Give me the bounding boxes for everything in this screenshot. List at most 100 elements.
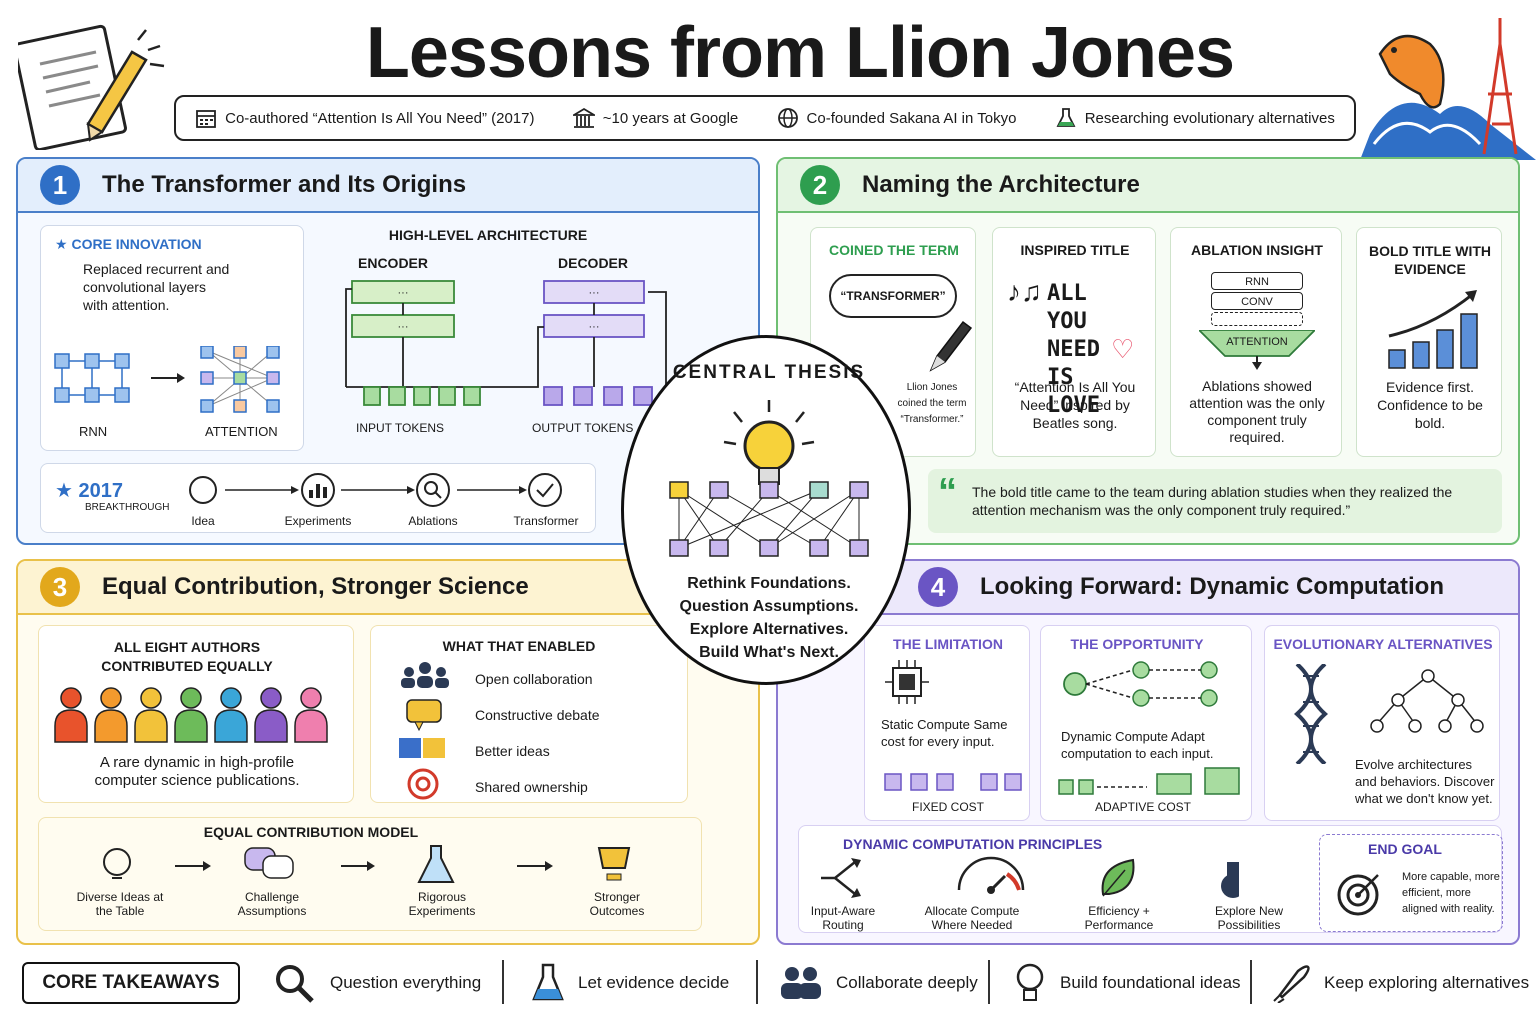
attention-label: ATTENTION	[205, 424, 278, 439]
authors-people-icons	[54, 687, 328, 743]
panel-naming-architecture: 2 Naming the Architecture COINED THE TER…	[776, 157, 1520, 545]
card-text: “Attention Is All You Need” inspired by …	[1014, 379, 1136, 431]
rnn-vs-attention-diagram	[54, 346, 280, 413]
svg-text:···: ···	[589, 321, 600, 333]
flask-icon	[532, 963, 564, 1001]
star-icon: ★	[55, 480, 79, 502]
enabled-item: Open collaboration	[475, 671, 593, 687]
author-person-icon	[294, 687, 328, 743]
principle-item: Efficiency + Performance	[1084, 904, 1154, 932]
author-person-icon	[254, 687, 288, 743]
fixed-cost-blocks	[884, 773, 1022, 791]
takeaway-item: Collaborate deeply	[778, 962, 978, 1004]
evolutionary-card: EVOLUTIONARY ALTERNATIVES Evolve archite…	[1264, 625, 1500, 821]
page-title: Lessons from Llion Jones	[365, 13, 1235, 93]
card-heading: DYNAMIC COMPUTATION PRINCIPLES	[843, 836, 1103, 852]
card-heading: EVOLUTIONARY ALTERNATIVES	[1273, 636, 1493, 652]
section-number: 3	[40, 567, 80, 607]
layer-removed	[1211, 312, 1303, 326]
svg-text:···: ···	[398, 321, 409, 333]
rocket-icon	[1273, 965, 1310, 1003]
rising-chart-icon	[1388, 290, 1478, 369]
author-person-icon	[94, 687, 128, 743]
takeaway-item: Keep exploring alternatives	[1272, 962, 1529, 1004]
layer-conv: CONV	[1211, 292, 1303, 310]
calendar-icon	[196, 110, 217, 128]
architecture-heading: HIGH-LEVEL ARCHITECTURE	[388, 227, 588, 243]
principle-item: Allocate Compute Where Needed	[924, 904, 1020, 932]
enabled-icons	[399, 662, 449, 800]
card-heading: ALL EIGHT AUTHORS CONTRIBUTED EQUALLY	[101, 639, 273, 674]
thesis-line: Question Assumptions.	[679, 598, 859, 615]
card-text: Static Compute Same cost for every input…	[881, 717, 1008, 749]
takeaway-item: Question everything	[272, 962, 481, 1004]
lightbulb-icon	[1016, 963, 1044, 1001]
building-icon	[572, 107, 595, 128]
model-step: Diverse Ideas at the Table	[76, 890, 164, 918]
timeline-icons	[189, 473, 562, 507]
principles-icons	[821, 856, 1239, 898]
encoder-decoder-diagram: ············	[345, 280, 667, 406]
facts-bar: Co-authored “Attention Is All You Need” …	[174, 95, 1356, 141]
core-takeaways-label: CORE TAKEAWAYS	[22, 962, 240, 1004]
fact-google: ~10 years at Google	[572, 107, 738, 129]
author-person-icon	[54, 687, 88, 743]
thesis-line: Rethink Foundations.	[687, 575, 851, 592]
divider	[988, 960, 990, 1004]
card-text: Dynamic Compute Adapt computation to eac…	[1061, 729, 1214, 761]
author-person-icon	[214, 687, 248, 743]
enabled-item: Constructive debate	[475, 707, 600, 723]
output-tokens-label: OUTPUT TOKENS	[532, 421, 634, 435]
speech-bubble: “TRANSFORMER”	[829, 274, 957, 318]
card-heading: INSPIRED TITLE	[1020, 242, 1130, 258]
timeline-step: Idea	[191, 514, 215, 528]
section-number: 4	[918, 567, 958, 607]
thesis-line: Explore Alternatives.	[689, 621, 849, 638]
panel-equal-contribution: 3 Equal Contribution, Stronger Science A…	[16, 559, 760, 945]
lightbulb-network-icon	[669, 400, 869, 557]
fact-research: Researching evolutionary alternatives	[1055, 107, 1335, 129]
panel-dynamic-computation: 4 Looking Forward: Dynamic Computation T…	[776, 559, 1520, 945]
flask-icon	[1056, 108, 1076, 127]
card-foot: FIXED COST	[911, 800, 984, 814]
star-icon: ★	[55, 236, 72, 252]
model-flow-icons	[103, 845, 631, 883]
model-step: Challenge Assumptions	[237, 890, 307, 918]
card-heading: BOLD TITLE WITH EVIDENCE	[1368, 243, 1492, 277]
quote-box: “ The bold title came to the team during…	[928, 469, 1502, 533]
end-goal-box: END GOAL More capable, more efficient, m…	[1319, 834, 1503, 932]
evolution-tree-icon	[1370, 669, 1484, 733]
input-tokens-label: INPUT TOKENS	[356, 421, 445, 435]
timeline-step: Transformer	[513, 514, 579, 528]
branching-icon	[1063, 661, 1218, 707]
card-text: Ablations showed attention was the only …	[1189, 378, 1325, 445]
koi-wave-tower-icon	[1360, 18, 1536, 160]
thesis-lines: Rethink Foundations. Question Assumption…	[624, 572, 914, 664]
principles-card: DYNAMIC COMPUTATION PRINCIPLES Input-Awa…	[798, 825, 1503, 933]
limitation-card: THE LIMITATION Static Compute Same cost …	[864, 625, 1030, 821]
end-goal-text: More capable, more efficient, more align…	[1402, 871, 1500, 915]
panel-header: 1 The Transformer and Its Origins	[18, 159, 758, 213]
thesis-label: CENTRAL THESIS	[672, 362, 866, 383]
card-heading: ABLATION INSIGHT	[1191, 242, 1323, 258]
principle-item: Explore New Possibilities	[1214, 904, 1284, 932]
thesis-line: Build What's Next.	[699, 644, 839, 661]
inspired-title-card: INSPIRED TITLE ♪♫ ALL YOU NEED IS LOVE ♡…	[992, 227, 1156, 457]
fact-text: Co-founded Sakana AI in Tokyo	[806, 109, 1017, 127]
model-card: EQUAL CONTRIBUTION MODEL Diverse Ideas a…	[38, 817, 702, 931]
takeaway-item: Let evidence decide	[532, 962, 729, 1004]
card-text: Evidence first. Confidence to be bold.	[1377, 379, 1483, 431]
card-note: Llion Jones coined the term “Transformer…	[897, 382, 967, 425]
fact-sakana: Co-founded Sakana AI in Tokyo	[777, 107, 1017, 129]
end-goal-heading: END GOAL	[1368, 841, 1442, 857]
svg-text:···: ···	[398, 287, 409, 299]
rnn-label: RNN	[79, 424, 108, 439]
card-heading: THE LIMITATION	[893, 636, 1003, 652]
timeline-sub: BREAKTHROUGH	[85, 502, 170, 513]
section-title: Equal Contribution, Stronger Science	[102, 573, 529, 600]
authors-card: ALL EIGHT AUTHORS CONTRIBUTED EQUALLY A …	[38, 625, 354, 803]
heart-icon: ♡	[1111, 334, 1135, 364]
author-person-icon	[134, 687, 168, 743]
funnel-icon	[1199, 330, 1315, 370]
card-heading: WHAT THAT ENABLED	[442, 638, 596, 654]
